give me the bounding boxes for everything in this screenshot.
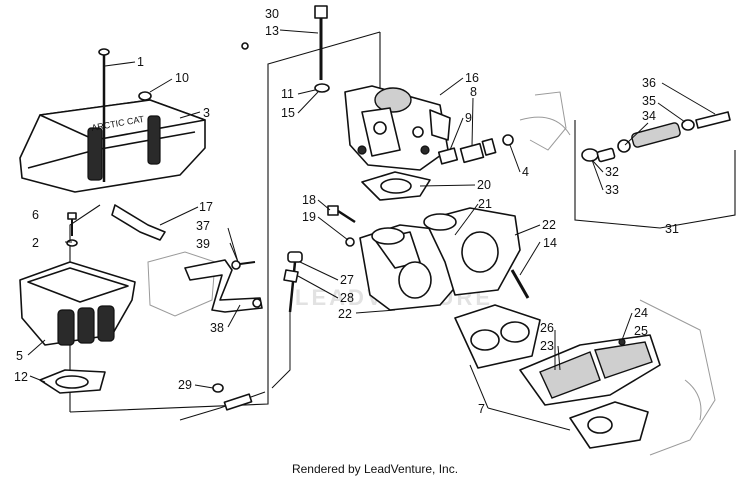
callout-30: 30: [265, 7, 279, 21]
chassis-outline: [147, 91, 716, 456]
callout-22-upper: 22: [542, 218, 556, 232]
choke-plunger: [283, 251, 303, 313]
callout-33: 33: [605, 183, 619, 197]
assembly-frame-lines: [69, 31, 736, 413]
callout-5: 5: [16, 349, 23, 363]
air-silencer-cover: ARCTIC CAT: [19, 99, 206, 193]
callout-29: 29: [178, 378, 192, 392]
callout-35: 35: [642, 94, 656, 108]
callout-1: 1: [137, 55, 144, 69]
stud-14: [510, 269, 530, 299]
base-gasket: [39, 369, 106, 394]
callout-37: 37: [196, 219, 210, 233]
callout-15: 15: [281, 106, 295, 120]
throttle-linkage: [581, 111, 731, 163]
callout-13: 13: [265, 24, 279, 38]
intake-flange: [359, 207, 521, 311]
credit-line: Rendered by LeadVenture, Inc.: [291, 462, 459, 476]
reed-valve-assembly: [454, 304, 661, 449]
carb-gasket: [361, 171, 431, 201]
callout-7: 7: [478, 402, 485, 416]
callout-10: 10: [175, 71, 189, 85]
callout-36: 36: [642, 76, 656, 90]
callout-26: 26: [540, 321, 554, 335]
callout-4: 4: [522, 165, 529, 179]
bolt-13: [314, 5, 328, 80]
cap-10: [138, 91, 152, 101]
callout-20: 20: [477, 178, 491, 192]
callout-24: 24: [634, 306, 648, 320]
washer-11: [314, 83, 330, 93]
callout-27: 27: [340, 273, 354, 287]
callout-28: 28: [340, 291, 354, 305]
callout-22-lower: 22: [338, 307, 352, 321]
screw-37: [231, 260, 256, 270]
callout-18: 18: [302, 193, 316, 207]
callout-2: 2: [32, 236, 39, 250]
strap-17: [111, 204, 166, 241]
callout-23: 23: [540, 339, 554, 353]
choke-cable: [179, 312, 291, 421]
bolt-1: [98, 48, 110, 182]
callout-39: 39: [196, 237, 210, 251]
callout-11: 11: [281, 87, 294, 101]
callout-19: 19: [302, 210, 316, 224]
callout-numbers: 1 2 3 4 5 6 7 8 9 10 11 12 13 14 15 16 1…: [14, 7, 679, 416]
bracket-38: [184, 259, 263, 313]
callout-8: 8: [470, 85, 477, 99]
callout-3: 3: [203, 106, 210, 120]
callout-16: 16: [465, 71, 479, 85]
screw-30: [241, 42, 249, 50]
callout-6: 6: [32, 208, 39, 222]
callout-17: 17: [199, 200, 213, 214]
carburetor: [344, 85, 451, 171]
fuel-fitting: [437, 134, 514, 165]
callout-21: 21: [478, 197, 492, 211]
callout-34: 34: [642, 109, 656, 123]
bolt-18: [327, 205, 356, 224]
air-silencer-base: [19, 261, 136, 346]
callout-12: 12: [14, 370, 28, 384]
callout-9: 9: [465, 111, 472, 125]
callout-14: 14: [543, 236, 557, 250]
callout-32: 32: [605, 165, 619, 179]
leader-lines: [27, 29, 716, 431]
callout-31: 31: [665, 222, 679, 236]
screw-6: [66, 212, 78, 247]
callout-25: 25: [634, 324, 648, 338]
callout-38: 38: [210, 321, 224, 335]
